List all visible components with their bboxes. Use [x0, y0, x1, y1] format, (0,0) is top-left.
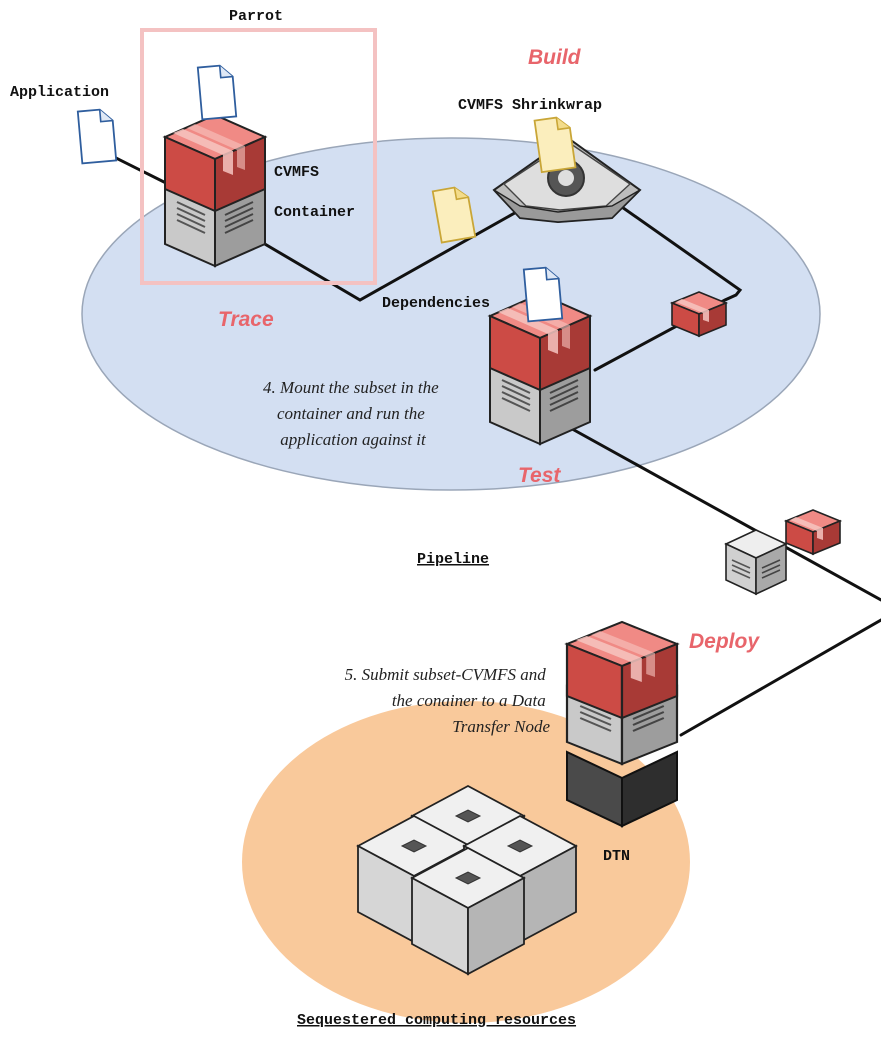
parrot-frame — [140, 28, 377, 285]
step4-line: 4. Mount the subset in the — [263, 378, 439, 397]
pipeline-label: Pipeline — [417, 551, 489, 568]
step5-line: Transfer Node — [452, 717, 550, 736]
shrinkwrap-label: CVMFS Shrinkwrap — [458, 97, 602, 114]
step5-line: the conainer to a Data — [392, 691, 546, 710]
step4-note: 4. Mount the subset in the container and… — [263, 378, 443, 449]
dependencies-label: Dependencies — [382, 295, 490, 312]
dtn-label: DTN — [603, 848, 630, 865]
package-transit-2-icon — [785, 509, 841, 555]
step4-line: application against it — [280, 430, 427, 449]
parrot-label: Parrot — [229, 8, 283, 25]
stage-deploy-label: Deploy — [689, 630, 760, 653]
shrinkwrap-device-icon — [492, 136, 642, 224]
parrot-doc-icon — [196, 63, 238, 121]
stage-test-label: Test — [518, 464, 561, 487]
stage-build-label: Build — [528, 46, 582, 69]
stage-trace-label: Trace — [218, 308, 274, 331]
step4-line: container and run the — [277, 404, 425, 423]
application-label: Application — [10, 84, 109, 101]
connector-lines — [98, 148, 881, 737]
cvmfs-label: CVMFS — [274, 164, 319, 181]
container-transit-icon — [725, 529, 787, 595]
shrinkwrap-doc-icon — [533, 114, 577, 174]
container-label: Container — [274, 204, 355, 221]
dtn-server-icon — [566, 750, 678, 828]
cvmfs-package-icon — [164, 114, 266, 212]
sequestered-label: Sequestered computing resources — [297, 1012, 576, 1029]
dtn-package-icon — [565, 620, 679, 720]
application-doc-icon — [76, 107, 118, 165]
step5-note: 5. Submit subset-CVMFS and the conainer … — [345, 665, 551, 736]
pipeline-region — [81, 137, 821, 491]
step5-line: 5. Submit subset-CVMFS and — [345, 665, 547, 684]
